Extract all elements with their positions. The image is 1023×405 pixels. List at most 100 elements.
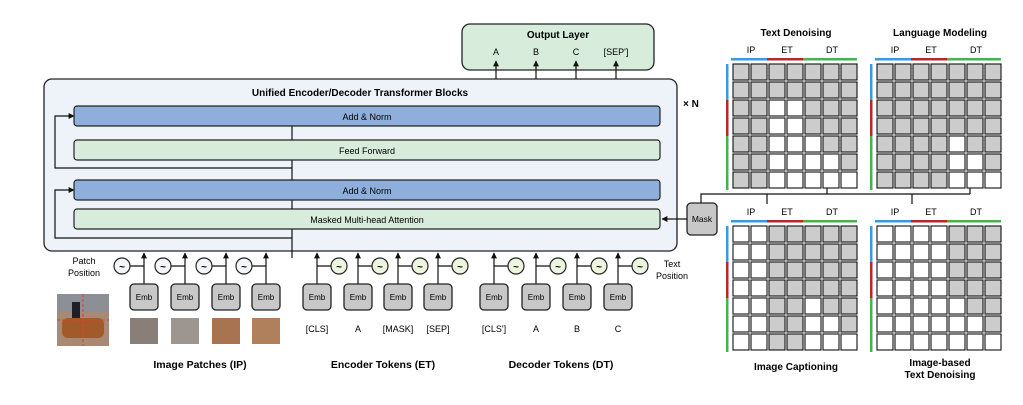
mask-cell-blocked bbox=[984, 81, 1002, 99]
group-bar-left bbox=[726, 262, 729, 298]
patch-position-icon bbox=[195, 257, 213, 275]
mask-cell-open bbox=[750, 279, 768, 297]
embedding-label: Emb bbox=[528, 293, 545, 302]
output-token: [SEP'] bbox=[604, 47, 629, 57]
text-position-icon bbox=[507, 257, 525, 275]
encoder-token-label: [SEP] bbox=[426, 324, 449, 334]
mask-cell-blocked bbox=[984, 315, 1002, 333]
feed-forward bbox=[73, 139, 661, 161]
mask-cell-blocked bbox=[768, 81, 786, 99]
mask-cell-blocked bbox=[840, 243, 858, 261]
mask-cell-open bbox=[804, 333, 822, 351]
mask-cell-open bbox=[822, 315, 840, 333]
decoder-token-label: B bbox=[574, 324, 580, 334]
mask-cell-open bbox=[876, 279, 894, 297]
embedding-box bbox=[383, 283, 413, 311]
embedding-box bbox=[302, 283, 332, 311]
mask-cell-blocked bbox=[984, 279, 1002, 297]
mask-cell-blocked bbox=[966, 279, 984, 297]
mask-cell-blocked bbox=[894, 81, 912, 99]
mask-cell-blocked bbox=[750, 117, 768, 135]
mask-cell-blocked bbox=[894, 117, 912, 135]
sine-wave-icon: ~ bbox=[201, 262, 207, 273]
mask-cell-open bbox=[912, 279, 930, 297]
mask-cell-blocked bbox=[786, 63, 804, 81]
embedding-label: Emb bbox=[430, 293, 447, 302]
input-embeddings: Patch Position Text Position Image Patch… bbox=[57, 252, 688, 371]
mask-cell-blocked bbox=[822, 117, 840, 135]
mask-cell-blocked bbox=[768, 261, 786, 279]
group-label: DT bbox=[970, 207, 982, 217]
mask-cell-open bbox=[804, 297, 822, 315]
group-bar-left bbox=[726, 64, 729, 100]
mask-cell-blocked bbox=[984, 135, 1002, 153]
sine-wave-icon: ~ bbox=[513, 262, 519, 273]
group-bar-top bbox=[767, 58, 803, 61]
sine-wave-icon: ~ bbox=[417, 262, 423, 273]
mask-cell-open bbox=[750, 297, 768, 315]
mask-cell-blocked bbox=[894, 63, 912, 81]
sine-wave-icon: ~ bbox=[457, 262, 463, 273]
mask-cell-blocked bbox=[750, 63, 768, 81]
mask-cell-open bbox=[786, 171, 804, 189]
group-bar-top bbox=[911, 58, 947, 61]
mask-cell-open bbox=[930, 333, 948, 351]
decoder-token-label: [CLS'] bbox=[482, 324, 506, 334]
mask-cell-blocked bbox=[768, 225, 786, 243]
embedding-box bbox=[423, 283, 453, 311]
mask-cell-open bbox=[984, 333, 1002, 351]
group-bar-left bbox=[870, 64, 873, 100]
sine-wave-icon: ~ bbox=[637, 262, 643, 273]
mask-cell-blocked bbox=[786, 81, 804, 99]
mask-cell-blocked bbox=[786, 333, 804, 351]
mask-cell-blocked bbox=[966, 81, 984, 99]
mask-cell-open bbox=[732, 243, 750, 261]
mask-cell-blocked bbox=[732, 153, 750, 171]
mask-cell-blocked bbox=[786, 243, 804, 261]
text-position-icon bbox=[451, 257, 469, 275]
mask-cell-blocked bbox=[822, 261, 840, 279]
group-label: ET bbox=[925, 207, 937, 217]
group-bar-top bbox=[803, 220, 857, 223]
mask-cell-open bbox=[966, 153, 984, 171]
mask-cell-open bbox=[804, 135, 822, 153]
mask-cell-open bbox=[768, 117, 786, 135]
group-bar-left bbox=[726, 100, 729, 136]
output-token: B bbox=[533, 47, 539, 57]
mask-cell-open bbox=[912, 243, 930, 261]
mask-cell-open bbox=[894, 279, 912, 297]
mask-cell-blocked bbox=[840, 63, 858, 81]
matrix-title: Image Captioning bbox=[754, 362, 838, 373]
mask-cell-blocked bbox=[876, 81, 894, 99]
mask-cell-open bbox=[930, 261, 948, 279]
mask-cell-open bbox=[822, 171, 840, 189]
group-bar-top bbox=[767, 220, 803, 223]
add-norm-top bbox=[73, 105, 661, 127]
group-label: IP bbox=[747, 207, 756, 217]
image-patch bbox=[130, 318, 158, 344]
mask-cell-open bbox=[822, 153, 840, 171]
patch-position-label-2: Position bbox=[68, 268, 100, 278]
mask-cell-blocked bbox=[930, 153, 948, 171]
group-bar-top bbox=[947, 220, 1001, 223]
mask-cell-open bbox=[786, 135, 804, 153]
mask-cell-open bbox=[732, 315, 750, 333]
mask-cell-open bbox=[930, 225, 948, 243]
group-bar-top bbox=[731, 58, 767, 61]
mask-cell-blocked bbox=[804, 261, 822, 279]
mask-cell-blocked bbox=[768, 315, 786, 333]
feed-forward-label: Feed Forward bbox=[339, 146, 395, 156]
encoder-token-label: A bbox=[355, 324, 361, 334]
mask-cell-open bbox=[966, 315, 984, 333]
mask-cell-blocked bbox=[912, 81, 930, 99]
group-bar-top bbox=[947, 58, 1001, 61]
mask-cell-open bbox=[840, 171, 858, 189]
group-label: DT bbox=[970, 45, 982, 55]
mask-cell-blocked bbox=[984, 297, 1002, 315]
mask-cell-open bbox=[948, 297, 966, 315]
mask-cell-open bbox=[804, 153, 822, 171]
mask-cell-open bbox=[948, 333, 966, 351]
group-bar-left bbox=[870, 298, 873, 352]
